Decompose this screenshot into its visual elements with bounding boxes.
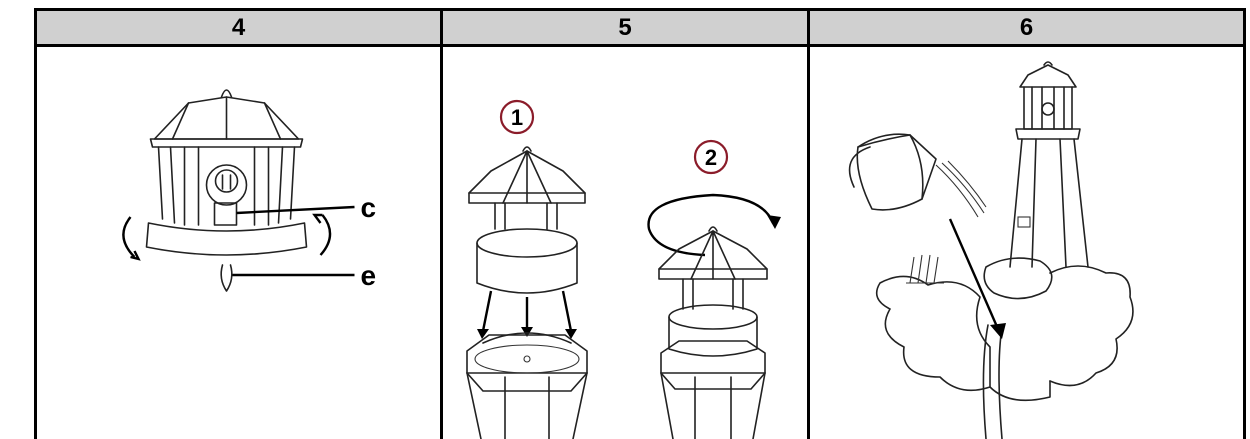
panel-step-5: 5 1 2 bbox=[440, 11, 807, 439]
callout-c-label: c bbox=[361, 192, 377, 223]
panel-5-number: 5 bbox=[443, 11, 807, 47]
step-2-number: 2 bbox=[705, 145, 717, 170]
panel-6-illustration bbox=[810, 47, 1243, 439]
panel-step-6: 6 bbox=[807, 11, 1243, 439]
step-2-badge bbox=[693, 139, 729, 175]
step-1-number: 1 bbox=[511, 105, 523, 130]
panel-5-illustration: 1 2 bbox=[443, 47, 807, 439]
panel-4-illustration: c e bbox=[37, 47, 440, 439]
panel-4-number: 4 bbox=[37, 11, 440, 47]
step-panels: 4 bbox=[34, 8, 1246, 439]
water-fill-icon bbox=[848, 61, 1134, 439]
lamp-head-rotate-icon: c e bbox=[122, 89, 377, 292]
panel-step-4: 4 bbox=[37, 11, 440, 439]
panel-6-number: 6 bbox=[810, 11, 1243, 47]
step-1-badge bbox=[499, 99, 535, 135]
roof-attach-icon: 1 2 bbox=[466, 99, 781, 439]
callout-e-label: e bbox=[361, 260, 377, 291]
